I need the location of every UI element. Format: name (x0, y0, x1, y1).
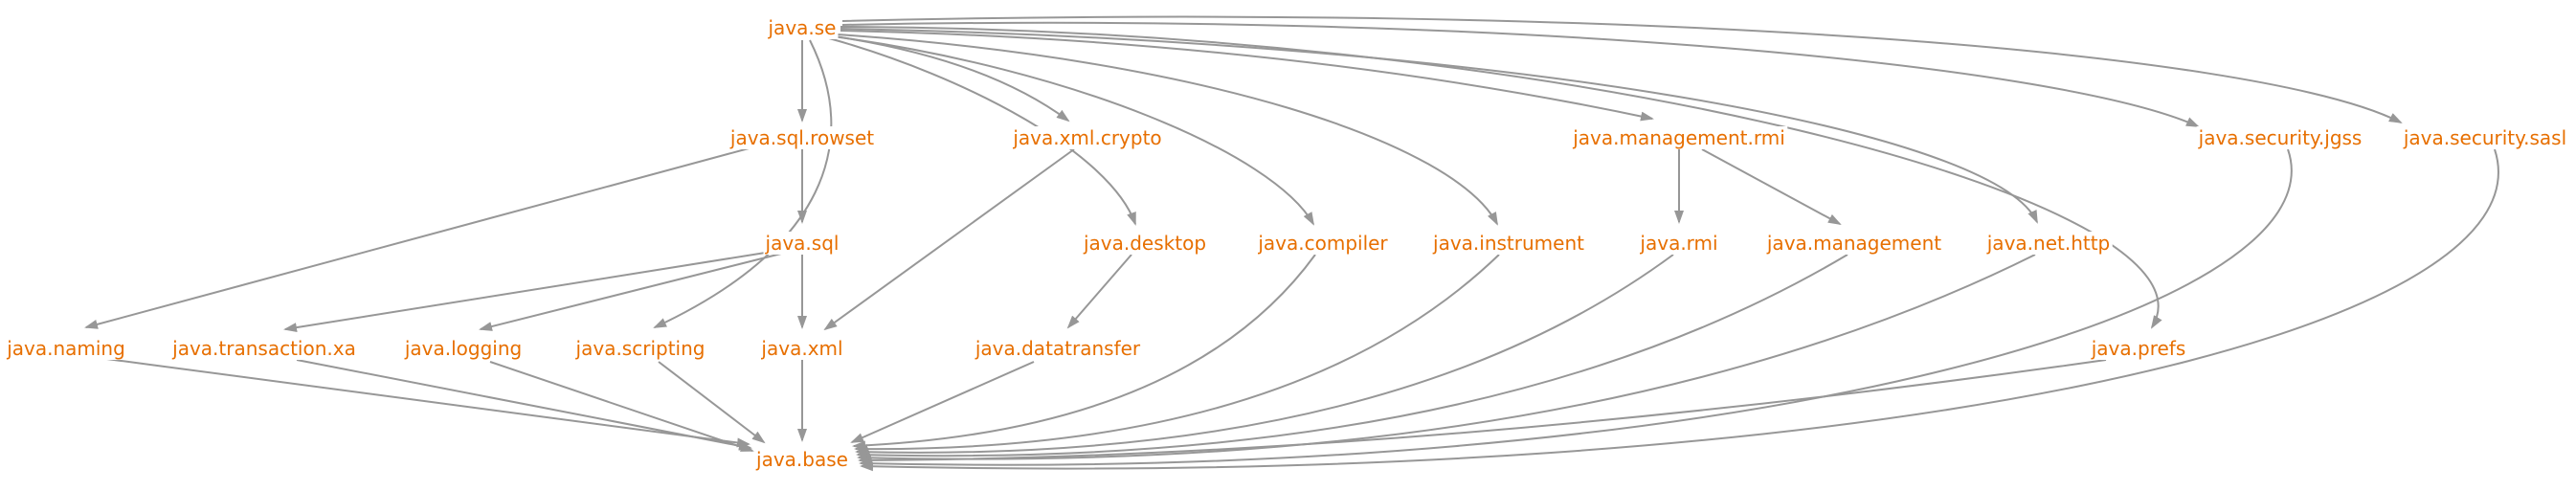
edge-java.se-to-java.desktop (828, 37, 1136, 226)
edge-group (84, 15, 2499, 472)
module-node-java.security.jgss[interactable]: java.security.jgss (2196, 126, 2364, 149)
module-node-java.logging[interactable]: java.logging (402, 337, 525, 360)
edge-java.xml.crypto-to-java.xml (823, 148, 1075, 331)
module-node-java.prefs[interactable]: java.prefs (2089, 337, 2188, 360)
edge-java.sql.rowset-to-java.naming (84, 146, 753, 329)
module-node-java.management[interactable]: java.management (1764, 232, 1944, 255)
module-node-java.desktop[interactable]: java.desktop (1081, 232, 1209, 255)
edge-java.prefs-to-java.base (858, 359, 2107, 465)
edge-java.security.jgss-to-java.base (859, 148, 2293, 469)
module-node-java.management.rmi[interactable]: java.management.rmi (1571, 126, 1787, 149)
edge-java.se-to-java.security.jgss (841, 21, 2200, 127)
edge-java.management.rmi-to-java.management (1701, 148, 1842, 225)
edge-java.se-to-java.prefs (840, 26, 2162, 329)
edge-java.scripting-to-java.base (658, 361, 766, 444)
module-node-java.transaction.xa[interactable]: java.transaction.xa (170, 337, 358, 360)
edge-java.security.sasl-to-java.base (860, 148, 2499, 472)
module-node-java.net.http[interactable]: java.net.http (1984, 232, 2113, 255)
module-node-java.base[interactable]: java.base (754, 448, 850, 471)
module-node-java.datatransfer[interactable]: java.datatransfer (973, 337, 1143, 360)
edge-java.se-to-java.net.http (840, 28, 2038, 224)
edge-java.se-to-java.security.sasl (841, 15, 2403, 123)
edge-java.rmi-to-java.base (855, 254, 1674, 458)
module-node-java.instrument[interactable]: java.instrument (1431, 232, 1586, 255)
edge-java.se-to-java.compiler (832, 35, 1314, 226)
edge-java.desktop-to-java.datatransfer (1066, 254, 1132, 329)
module-node-java.security.sasl[interactable]: java.security.sasl (2401, 126, 2569, 149)
edge-java.management-to-java.base (856, 254, 1848, 460)
module-node-java.xml.crypto[interactable]: java.xml.crypto (1011, 126, 1164, 149)
module-node-java.sql.rowset[interactable]: java.sql.rowset (728, 126, 877, 149)
module-node-java.se[interactable]: java.se (766, 16, 839, 39)
module-node-java.compiler[interactable]: java.compiler (1256, 232, 1390, 255)
edge-java.se-to-java.xml.crypto (834, 35, 1070, 123)
module-node-java.naming[interactable]: java.naming (5, 337, 127, 360)
module-node-java.sql[interactable]: java.sql (763, 232, 841, 255)
edge-java.se-to-java.instrument (836, 33, 1498, 226)
module-node-java.rmi[interactable]: java.rmi (1638, 232, 1720, 255)
edge-java.compiler-to-java.base (852, 254, 1316, 451)
edge-java.sql-to-java.transaction.xa (283, 250, 778, 333)
edge-java.naming-to-java.base (99, 357, 750, 448)
edge-java.se-to-java.scripting (653, 39, 833, 328)
module-node-java.xml[interactable]: java.xml (759, 337, 845, 360)
edge-java.transaction.xa-to-java.base (296, 359, 752, 451)
edge-java.net.http-to-java.base (857, 254, 2036, 463)
edge-java.se-to-java.management.rmi (840, 30, 1654, 122)
edge-java.instrument-to-java.base (854, 254, 1500, 455)
edge-java.logging-to-java.base (489, 361, 754, 452)
edge-java.datatransfer-to-java.base (850, 361, 1035, 443)
module-node-java.scripting[interactable]: java.scripting (573, 337, 707, 360)
edge-java.sql-to-java.logging (479, 252, 786, 331)
